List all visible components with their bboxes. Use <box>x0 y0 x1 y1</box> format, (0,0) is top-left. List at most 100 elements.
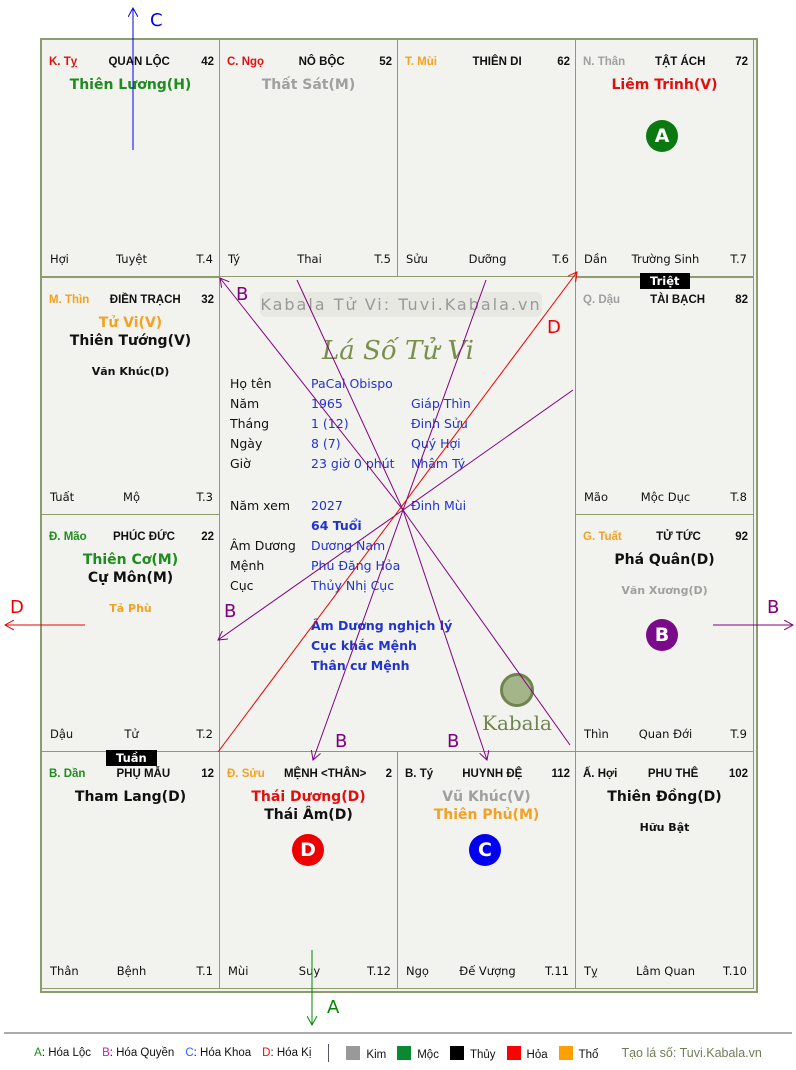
palace-age: 32 <box>201 294 214 306</box>
palace-header: B. Dần PHỤ MẪU 12 <box>49 768 214 784</box>
month: T.9 <box>730 727 747 741</box>
palace-cell[interactable]: Q. Dậu TÀI BẠCH 82 Mão Mộc Dục T.8 <box>575 277 754 515</box>
palace-age: 52 <box>379 56 392 68</box>
major-star: Thiên Phủ(M) <box>433 807 540 823</box>
palace-footer: Thìn Quan Đới T.9 <box>584 727 747 743</box>
info-label: Mệnh <box>230 558 265 573</box>
minor-star: Văn Xương(D) <box>621 584 708 597</box>
month: T.2 <box>196 727 213 741</box>
label-c: C <box>150 10 163 31</box>
star-list: Tử Vi(V)Thiên Tướng(V)Văn Khúc(D) <box>42 314 219 380</box>
life-stage: Suy <box>298 964 321 978</box>
palace-name: MỆNH <THÂN> <box>283 768 367 780</box>
palace-cell[interactable]: C. Ngọ NÔ BỘC 52 Thất Sát(M) Tý Thai T.5 <box>219 39 398 277</box>
legend-element: Kim <box>346 1045 386 1061</box>
palace-age: 112 <box>551 768 570 780</box>
info-label: Họ tên <box>230 376 272 391</box>
info-value: PaCal Obispo <box>311 376 393 391</box>
month: T.6 <box>552 252 569 266</box>
palace-cell[interactable]: B. Dần PHỤ MẪU 12 Tham Lang(D) Thân Bệnh… <box>41 751 220 989</box>
major-star: Thiên Cơ(M) <box>82 552 179 568</box>
palace-cell[interactable]: Ấ. Hợi PHU THÊ 102 Thiên Đồng(D)Hữu Bật … <box>575 751 754 989</box>
color-swatch <box>397 1045 412 1060</box>
earthly-branch: Dậu <box>50 727 74 741</box>
major-star: Cự Môn(M) <box>87 570 174 586</box>
palace-header: N. Thân TẬT ÁCH 72 <box>583 56 748 72</box>
info-label: Giờ <box>230 456 251 471</box>
color-swatch <box>449 1045 464 1060</box>
palace-cell[interactable]: N. Thân TẬT ÁCH 72 Liêm Trinh(V) Dần Trư… <box>575 39 754 277</box>
heavenly-stem: Ấ. Hợi <box>583 768 618 780</box>
life-stage: Mộ <box>123 490 140 504</box>
life-stage: Trường Sinh <box>631 252 700 266</box>
major-star: Phá Quân(D) <box>614 552 715 568</box>
earthly-branch: Tý <box>228 252 241 266</box>
palace-name: PHỤ MẪU <box>116 768 171 780</box>
label-b: B <box>447 731 460 752</box>
palace-header: T. Mùi THIÊN DI 62 <box>405 56 570 72</box>
info-label: Năm xem <box>230 498 291 513</box>
legend-element: Thổ <box>558 1045 598 1061</box>
label-b: B <box>335 731 348 752</box>
palace-cell[interactable]: B. Tý HUYNH ĐỆ 112 Vũ Khúc(V)Thiên Phủ(M… <box>397 751 576 989</box>
life-stage: Bệnh <box>116 964 147 978</box>
palace-cell[interactable]: K. Tỵ QUAN LỘC 42 Thiên Lương(H) Hợi Tuy… <box>41 39 220 277</box>
star-list: Thiên Đồng(D)Hữu Bật <box>576 788 753 836</box>
earthly-branch: Thìn <box>584 727 609 741</box>
legend-hoa: A: Hóa Lộc <box>34 1047 92 1059</box>
marker-a: A <box>646 120 678 152</box>
palace-cell[interactable]: M. Thìn ĐIỀN TRẠCH 32 Tử Vi(V)Thiên Tướn… <box>41 277 220 515</box>
palace-footer: Mão Mộc Dục T.8 <box>584 490 747 506</box>
star-list: Vũ Khúc(V)Thiên Phủ(M) <box>398 788 575 824</box>
legend-element: Hỏa <box>506 1045 548 1061</box>
info-label: Tháng <box>230 416 270 431</box>
month: T.12 <box>367 964 391 978</box>
palace-cell[interactable]: Đ. Sửu MỆNH <THÂN> 2 Thái Dương(D)Thái Â… <box>219 751 398 989</box>
star-list: Thiên Cơ(M) Cự Môn(M) Tả Phù <box>42 551 219 617</box>
palace-age: 42 <box>201 56 214 68</box>
heavenly-stem: Q. Dậu <box>583 294 621 306</box>
heavenly-stem: Đ. Sửu <box>227 768 265 780</box>
palace-footer: Thân Bệnh T.1 <box>50 964 213 980</box>
watermark: Kabala Tử Vi: Tuvi.Kabala.vn <box>260 292 542 317</box>
life-stage: Tuyệt <box>116 252 147 266</box>
marker-b: B <box>646 619 678 651</box>
palace-age: 62 <box>557 56 570 68</box>
star-list: Thái Dương(D)Thái Âm(D) <box>220 788 397 824</box>
palace-cell[interactable]: Đ. Mão PHÚC ĐỨC 22 Thiên Cơ(M)Cự Môn(M)T… <box>41 514 220 752</box>
legend-element: Thủy <box>449 1045 496 1061</box>
palace-name: PHU THÊ <box>647 768 699 780</box>
label-b-right: B <box>767 597 780 618</box>
star-list: Liêm Trinh(V) <box>576 76 753 94</box>
info-label: Ngày <box>230 436 263 451</box>
info-label: Cục <box>230 578 254 593</box>
color-swatch <box>558 1045 573 1060</box>
life-stage: Tử <box>124 727 139 741</box>
palace-name: TÀI BẠCH <box>650 294 706 306</box>
info-value-2: Nhâm Tý <box>411 456 466 471</box>
palace-footer: Ngọ Đế Vượng T.11 <box>406 964 569 980</box>
palace-age: 72 <box>735 56 748 68</box>
palace-cell[interactable]: T. Mùi THIÊN DI 62 Sửu Dưỡng T.6 <box>397 39 576 277</box>
info-value: 2027 <box>311 498 343 513</box>
star-list: Thiên Lương(H) <box>42 76 219 94</box>
palace-name: NÔ BỘC <box>298 56 345 68</box>
month: T.5 <box>374 252 391 266</box>
palace-name: PHÚC ĐỨC <box>112 531 175 543</box>
palace-footer: Sửu Dưỡng T.6 <box>406 252 569 268</box>
palace-footer: Dậu Tử T.2 <box>50 727 213 743</box>
tuan-badge: Tuần <box>106 750 157 766</box>
palace-age: 2 <box>385 768 392 780</box>
minor-star: Văn Khúc(D) <box>91 365 170 378</box>
info-value-2: Giáp Thìn <box>411 396 471 411</box>
palace-name: ĐIỀN TRẠCH <box>109 294 181 306</box>
credit-link[interactable]: Tạo lá số: Tuvi.Kabala.vn <box>621 1046 762 1060</box>
palace-age: 22 <box>201 531 214 543</box>
info-value: 1 (12) <box>311 416 349 431</box>
heavenly-stem: N. Thân <box>583 56 626 68</box>
palace-age: 12 <box>201 768 214 780</box>
label-b: B <box>224 601 237 622</box>
minor-star: Tả Phù <box>109 602 152 615</box>
note: Thân cư Mệnh <box>311 658 410 673</box>
info-value: 64 Tuổi <box>311 518 362 533</box>
